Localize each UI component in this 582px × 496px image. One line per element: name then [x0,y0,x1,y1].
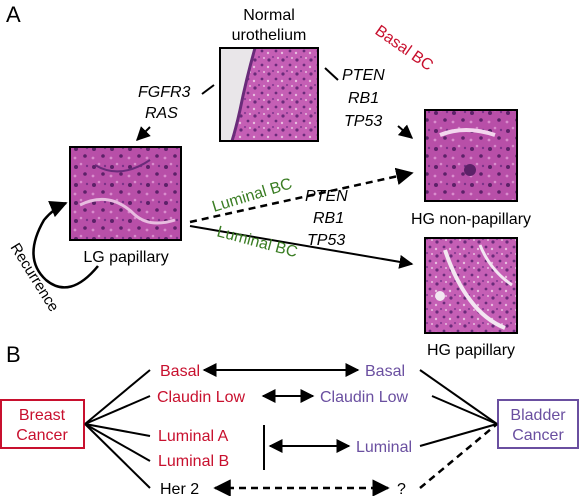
breast-subtype-claudin-low: Claudin Low [157,389,246,406]
breast-subtype-her2: Her 2 [160,481,199,496]
gene-tp53-top: TP53 [344,113,382,130]
luminal-bc-lower-label: Luminal BC [215,223,299,261]
gene-pten-top: PTEN [342,67,385,84]
bladder-subtype-unknown: ? [397,481,406,496]
normal-urothelium-label-line2: urothelium [232,27,307,44]
arrow-to-lg [201,84,215,95]
breast-subtype-basal: Basal [160,363,200,380]
breast-fan-lines [84,369,151,489]
breast-cancer-box [0,399,85,449]
lg-papillary-label: LG papillary [83,249,168,266]
breast-cancer-label-line1: Breast [19,407,66,424]
hg-papillary-label: HG papillary [427,342,515,359]
panel-a-label: A [6,2,21,27]
recurrence-loop-arrow [32,200,99,289]
arrow-to-hg-nonpap [397,124,414,139]
breast-subtype-luminal-b: Luminal B [158,453,229,470]
bladder-cancer-box [497,399,579,449]
gene-ras: RAS [145,105,178,122]
lg-papillary-image [69,146,182,241]
arrow-to-lg-head [136,126,151,141]
dashed-arrow-to-hg-nonpap [189,167,414,224]
panel-b-label: B [6,342,21,367]
hg-papillary-image [424,237,518,334]
gene-pten-mid: PTEN [305,188,348,205]
bladder-fan-lines [419,369,498,447]
arrow-to-hg-papillary [189,225,414,269]
breast-cancer-label-line2: Cancer [16,427,68,444]
luminal-bc-upper-label: Luminal BC [210,175,294,215]
gene-rb1-top: RB1 [348,90,379,107]
breast-subtype-luminal-a: Luminal A [158,428,229,445]
normal-urothelium-image [219,47,319,142]
bladder-subtype-basal: Basal [365,363,405,380]
bladder-subtype-claudin-low: Claudin Low [320,389,409,406]
normal-urothelium-label-line1: Normal [243,7,295,24]
hg-non-papillary-image [424,109,518,202]
bladder-subtype-luminal: Luminal [356,439,412,456]
bladder-cancer-label-line2: Cancer [512,427,564,444]
hg-non-papillary-label: HG non-papillary [411,211,531,228]
arrow-to-hg-nonpap-start [324,67,339,81]
bladder-dashed-line [419,423,498,489]
bladder-cancer-label-line1: Bladder [510,407,566,424]
gene-tp53-mid: TP53 [307,232,345,249]
gene-rb1-mid: RB1 [313,210,344,227]
gene-fgfr3: FGFR3 [138,84,191,101]
